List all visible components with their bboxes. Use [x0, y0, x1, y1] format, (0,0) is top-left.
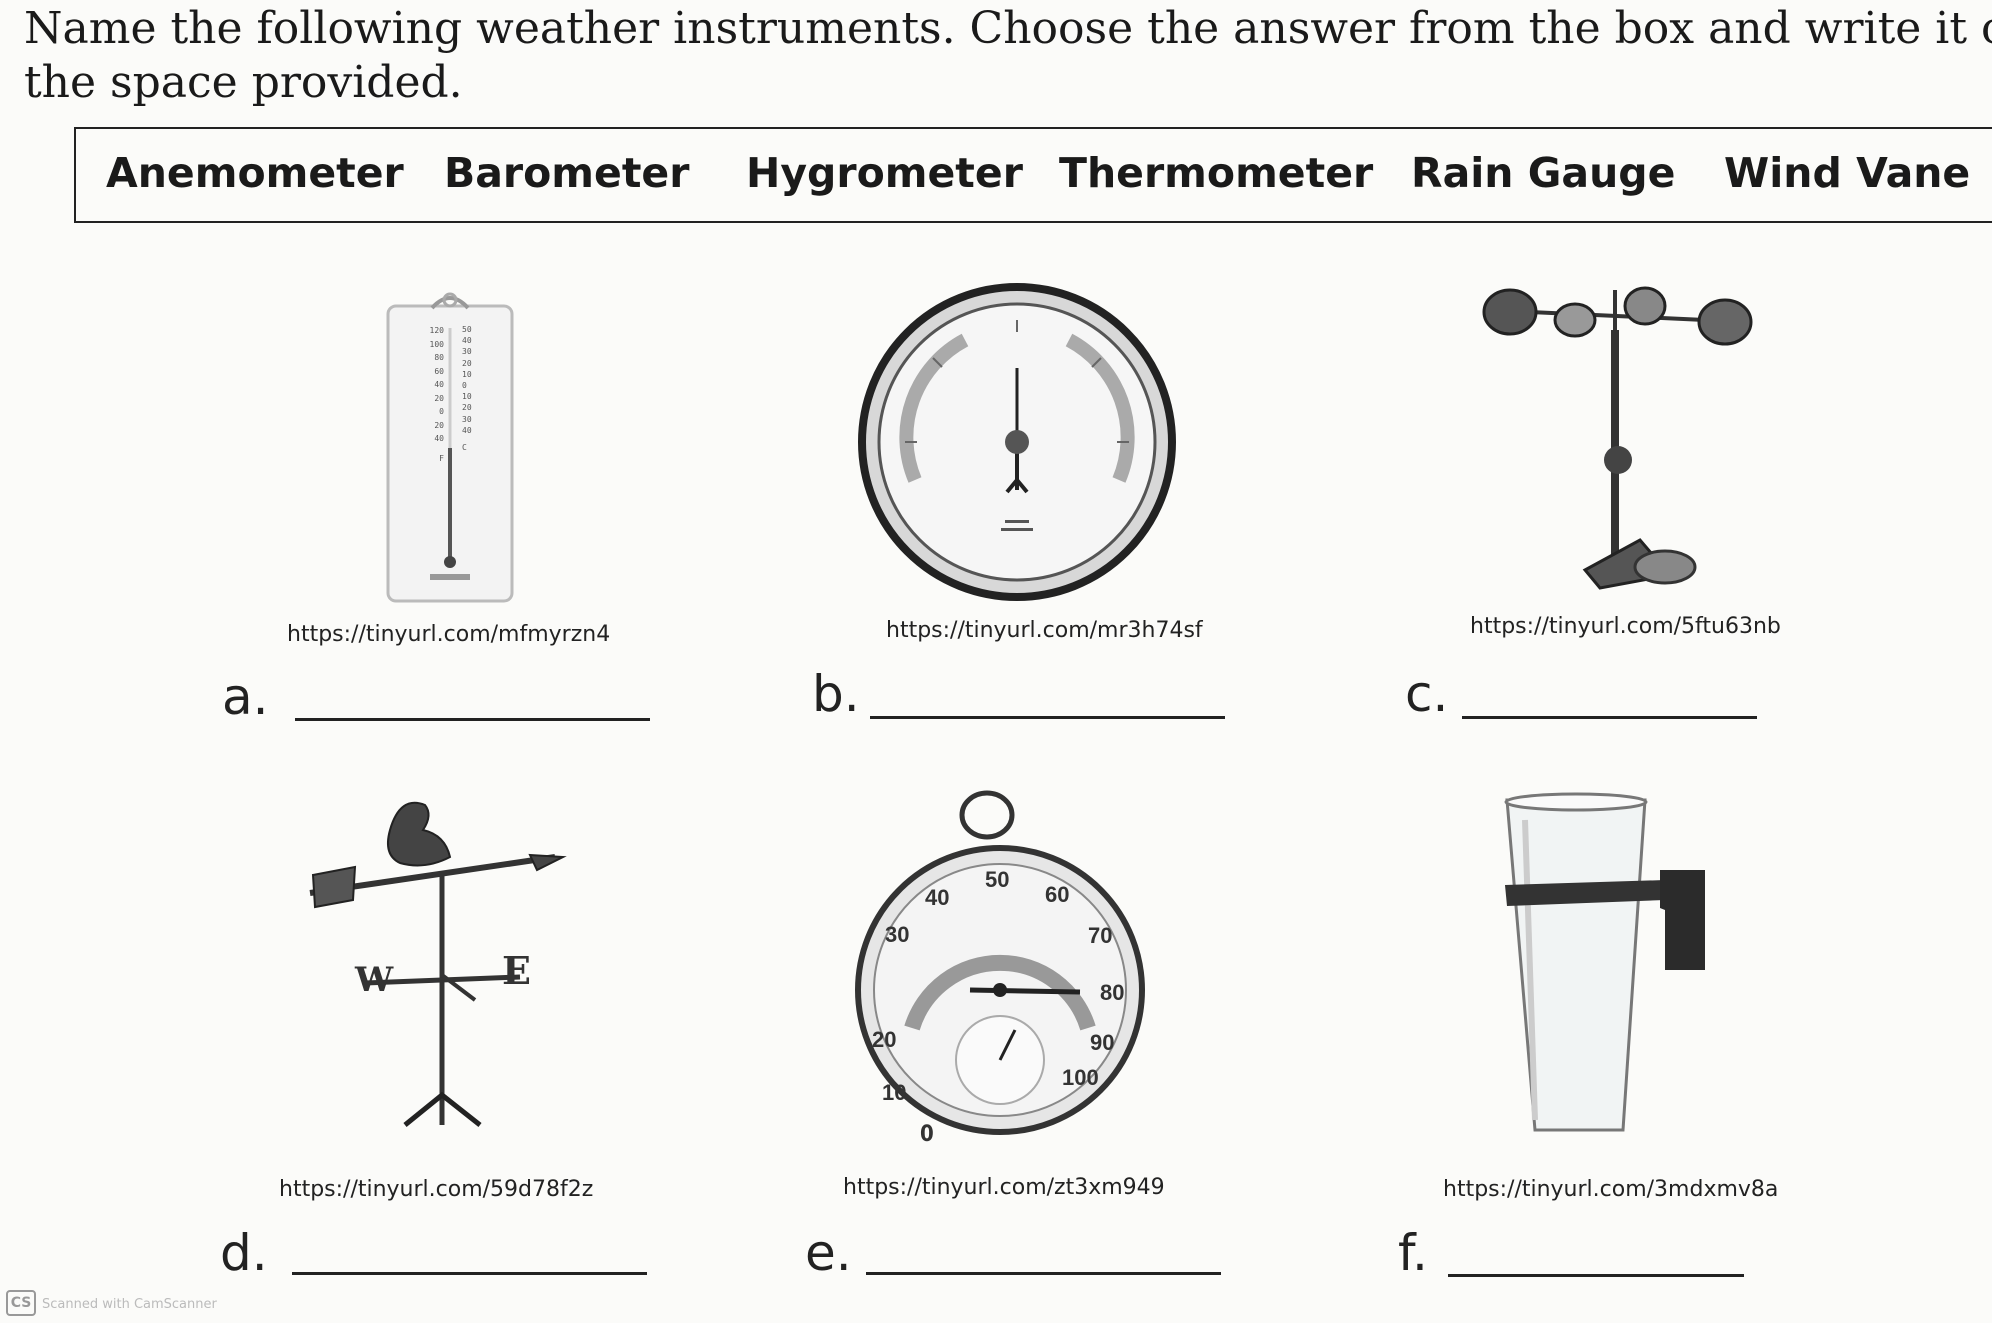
word-anemometer: Anemometer — [106, 149, 404, 197]
answer-blank-b[interactable] — [870, 716, 1225, 719]
item-letter-b: b. — [812, 665, 860, 723]
image-source-url-b: https://tinyurl.com/mr3h74sf — [886, 618, 1203, 643]
image-source-url-a: https://tinyurl.com/mfmyrzn4 — [287, 622, 611, 647]
hygrometer-icon: 0 10 20 30 40 50 60 70 80 90 100 — [850, 790, 1150, 1147]
image-source-url-e: https://tinyurl.com/zt3xm949 — [843, 1175, 1165, 1200]
thermometer-f-tick: 120 — [429, 326, 444, 335]
answer-blank-d[interactable] — [292, 1272, 647, 1275]
hygrometer-tick: 80 — [1100, 980, 1125, 1005]
thermometer-c-tick: 40 — [462, 425, 472, 435]
thermometer-f-tick: 40 — [434, 434, 444, 443]
item-letter-d: d. — [220, 1224, 268, 1282]
answer-blank-f[interactable] — [1448, 1274, 1744, 1277]
hygrometer-tick: 30 — [885, 922, 910, 947]
word-wind-vane: Wind Vane — [1724, 149, 1971, 197]
thermometer-f-tick: 60 — [434, 366, 444, 376]
word-rain-gauge: Rain Gauge — [1411, 149, 1676, 197]
thermometer-c-tick: 40 — [462, 336, 472, 346]
hygrometer-tick: 100 — [1062, 1065, 1099, 1090]
instruction-line-2: the space provided. — [24, 57, 463, 108]
hygrometer-tick: 40 — [925, 885, 950, 910]
hygrometer-tick: 20 — [872, 1027, 897, 1052]
thermometer-f-tick: 100 — [429, 339, 444, 349]
west-letter: W — [355, 960, 394, 1000]
barometer-icon — [855, 280, 1180, 605]
image-source-url-d: https://tinyurl.com/59d78f2z — [279, 1177, 594, 1202]
instruction-text: Name the following weather instruments. … — [24, 2, 1992, 110]
hygrometer-tick: 0 — [920, 1122, 934, 1147]
rain-gauge-icon — [1495, 790, 1720, 1145]
thermometer-c-tick: 0 — [462, 381, 467, 391]
east-letter: E — [502, 948, 531, 993]
hygrometer-tick: 90 — [1090, 1030, 1115, 1055]
word-thermometer: Thermometer — [1059, 149, 1374, 197]
camscanner-logo: CS — [6, 1290, 36, 1316]
answer-blank-e[interactable] — [866, 1272, 1221, 1275]
thermometer-c-tick: 20 — [462, 358, 472, 368]
item-letter-f: f. — [1398, 1224, 1428, 1282]
camscanner-watermark-text: Scanned with CamScanner — [42, 1297, 217, 1312]
thermometer-c-tick: 10 — [462, 369, 472, 379]
word-barometer: Barometer — [444, 149, 690, 197]
answer-blank-a[interactable] — [295, 718, 650, 721]
answer-word-box: Anemometer Barometer Hygrometer Thermome… — [74, 127, 1992, 223]
image-source-url-f: https://tinyurl.com/3mdxmv8a — [1443, 1177, 1779, 1202]
item-letter-a: a. — [222, 668, 269, 726]
thermometer-f-tick: 0 — [439, 407, 444, 416]
thermometer-f-tick: 20 — [434, 420, 444, 430]
item-letter-c: c. — [1405, 665, 1449, 723]
instruction-line-1: Name the following weather instruments. … — [24, 3, 1992, 54]
hygrometer-tick: 60 — [1045, 882, 1070, 907]
hygrometer-tick: 70 — [1088, 923, 1113, 948]
thermometer-f-unit: F — [439, 453, 444, 463]
answer-blank-c[interactable] — [1462, 716, 1757, 719]
thermometer-f-tick: 40 — [434, 380, 444, 389]
thermometer-c-tick: 30 — [462, 414, 472, 424]
thermometer-c-tick: 50 — [462, 325, 472, 334]
word-hygrometer: Hygrometer — [746, 149, 1023, 197]
thermometer-icon: 120 100 80 60 40 20 0 20 40 F 50 40 30 2… — [380, 278, 520, 608]
item-letter-e: e. — [805, 1224, 852, 1282]
thermometer-c-tick: 30 — [462, 347, 472, 357]
anemometer-icon — [1480, 270, 1755, 600]
wind-vane-icon: W E — [305, 785, 570, 1135]
thermometer-f-tick: 80 — [434, 353, 444, 362]
thermometer-f-tick: 20 — [434, 393, 444, 403]
thermometer-c-tick: 10 — [462, 392, 472, 402]
hygrometer-tick: 10 — [882, 1080, 907, 1105]
image-source-url-c: https://tinyurl.com/5ftu63nb — [1470, 614, 1781, 639]
thermometer-c-tick: 20 — [462, 403, 472, 413]
thermometer-c-unit: C — [462, 443, 467, 453]
hygrometer-tick: 50 — [985, 867, 1010, 892]
